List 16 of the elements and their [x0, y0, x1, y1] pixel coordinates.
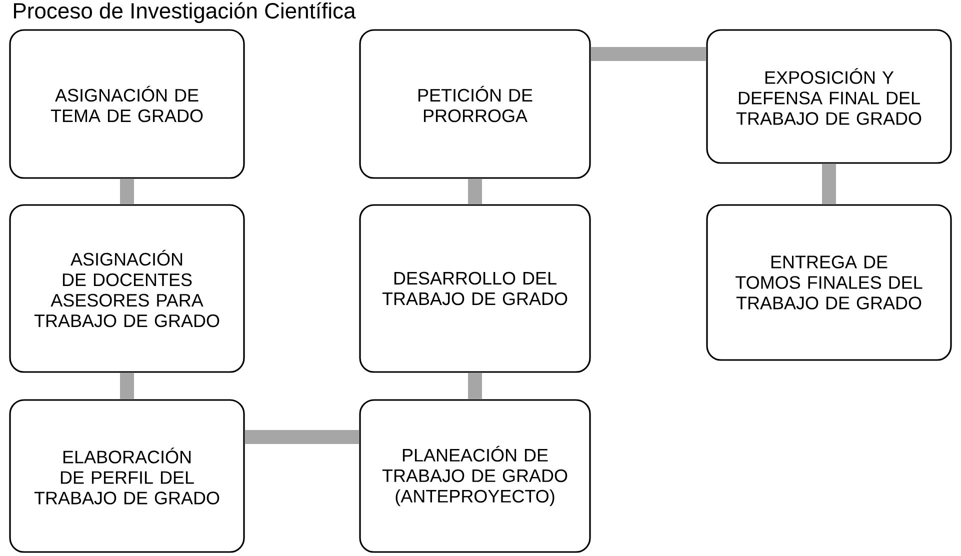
process-box: DESARROLLO DEL TRABAJO DE GRADO	[359, 204, 591, 373]
connector-bar	[120, 178, 134, 204]
connector-bar	[244, 430, 360, 444]
process-box: PETICIÓN DE PRORROGA	[359, 29, 591, 179]
connector-bar	[822, 164, 836, 204]
connector-bar	[590, 47, 706, 61]
connector-bar	[468, 178, 482, 204]
connector-bar	[468, 372, 482, 400]
process-box: ELABORACIÓN DE PERFIL DEL TRABAJO DE GRADO	[9, 399, 245, 553]
connector-bar	[120, 372, 134, 400]
process-box: PLANEACIÓN DE TRABAJO DE GRADO (ANTEPROYECTO)	[359, 399, 591, 553]
process-box: ASIGNACIÓN DE DOCENTES ASESORES PARA TRABAJO DE GRADO	[9, 204, 245, 373]
title: Proceso de Investigación Científica	[14, 2, 356, 23]
process-box: ASIGNACIÓN DE TEMA DE GRADO	[9, 29, 245, 179]
process-box: ENTREGA DE TOMOS FINALES DEL TRABAJO DE GRADO	[706, 204, 952, 361]
process-box: EXPOSICIÓN Y DEFENSA FINAL DEL TRABAJO DE GRADO	[706, 29, 952, 164]
